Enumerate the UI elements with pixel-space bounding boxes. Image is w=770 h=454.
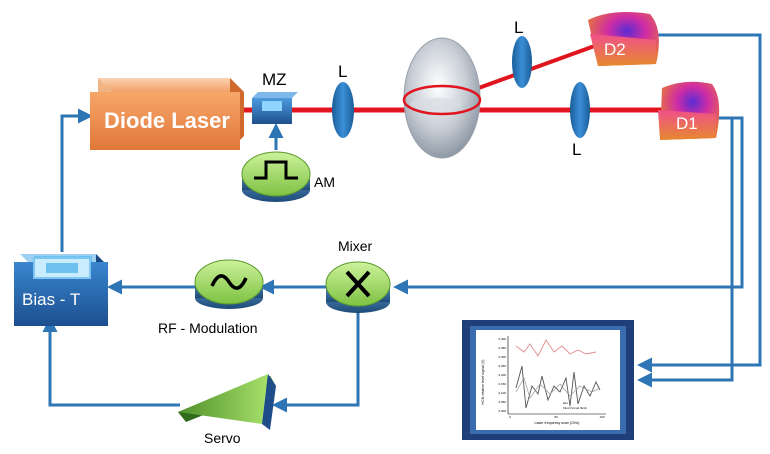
plot-legend-2: Fluid (Vmod fluid) xyxy=(563,406,587,410)
servo-label: Servo xyxy=(204,430,241,446)
plot-ytick: 0.350 xyxy=(498,346,506,350)
plot-xtick: 0 xyxy=(509,415,511,419)
bias-t-block xyxy=(14,254,108,326)
plot-yticks: 0.400 0.350 0.300 0.250 0.200 0.150 0.10… xyxy=(498,337,506,413)
servo-block xyxy=(178,374,276,430)
rf-modulation-label: RF - Modulation xyxy=(158,320,258,336)
plot-ytick: 0.300 xyxy=(498,355,506,359)
plot-ytick: 0.050 xyxy=(498,400,506,404)
mz-modulator xyxy=(252,92,298,124)
am-label: AM xyxy=(314,174,335,190)
plot-xtick: 100 xyxy=(599,415,604,419)
plot-trace-upper xyxy=(515,339,597,357)
sine-wave-icon xyxy=(210,274,248,290)
mz-label: MZ xyxy=(262,70,287,89)
mixer-label: Mixer xyxy=(338,238,373,254)
lens-3 xyxy=(570,82,590,138)
plot-xlabel: Laser frequency scan (GHz) xyxy=(535,421,580,425)
plot-ytick: 0.000 xyxy=(498,409,506,413)
plot-legend-1: abs xyxy=(563,401,568,405)
mixer-block xyxy=(325,261,391,313)
multiply-icon xyxy=(345,270,371,298)
gas-cell xyxy=(402,37,482,159)
lens-3-label: L xyxy=(572,140,582,159)
pulse-icon xyxy=(254,160,298,180)
am-source xyxy=(241,151,311,202)
lens-1 xyxy=(332,82,354,138)
diode-laser xyxy=(90,78,244,150)
wire-d1-to-mixer xyxy=(393,116,744,295)
detector-d1 xyxy=(658,81,720,140)
plot-ytick: 0.250 xyxy=(498,364,506,368)
bias-t-label: Bias - T xyxy=(22,290,81,309)
rf-modulation-source xyxy=(194,259,264,309)
d2-label: D2 xyxy=(604,40,626,59)
d1-label: D1 xyxy=(676,114,698,133)
lens-2 xyxy=(512,36,532,88)
wire-d2-to-monitor xyxy=(637,33,762,373)
plot-ytick: 0.400 xyxy=(498,337,506,341)
lens-2-label: L xyxy=(514,18,524,37)
plot-ytick: 0.100 xyxy=(498,391,506,395)
plot-ytick: 0.200 xyxy=(498,373,506,377)
plot-ylabel: HCN relative level signal (V) xyxy=(481,360,485,405)
plot-ytick: 0.150 xyxy=(498,382,506,386)
lens-1-label: L xyxy=(338,62,348,81)
plot-xtick: 50 xyxy=(554,415,558,419)
wire-mixer-to-servo xyxy=(272,312,360,413)
wire-d1-to-monitor xyxy=(637,118,734,388)
plot-xticks: 0 50 100 xyxy=(509,415,605,419)
diode-laser-label: Diode Laser xyxy=(104,108,230,133)
signal-wires xyxy=(42,33,762,413)
detector-d2 xyxy=(588,12,659,66)
wire-bias-to-laser xyxy=(60,108,93,252)
wire-servo-to-bias xyxy=(42,317,180,407)
monitor: HCN relative level signal (V) Laser freq… xyxy=(462,320,634,440)
